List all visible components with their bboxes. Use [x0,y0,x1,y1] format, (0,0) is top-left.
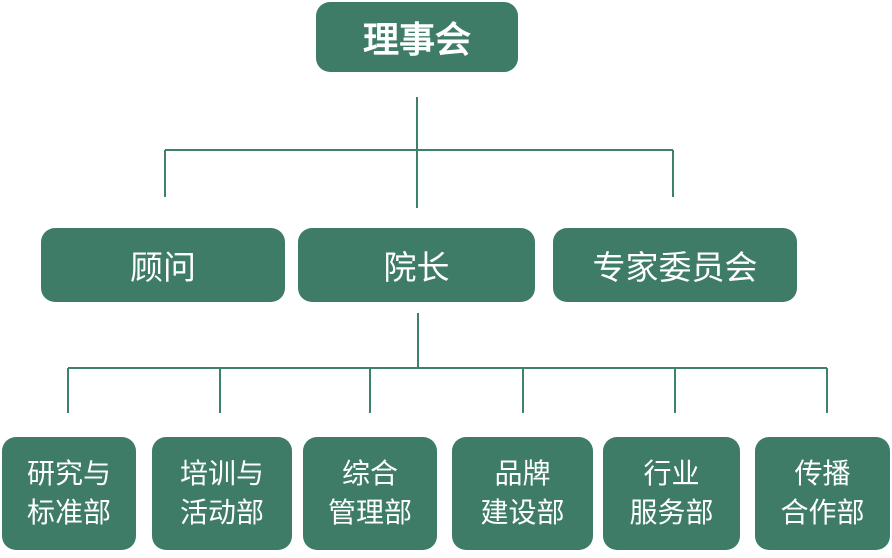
org-node-dean-label: 院长 [383,251,450,287]
org-node-label-line2: 服务部 [629,497,714,529]
org-node-label-line1: 研究与 [26,458,111,490]
org-node-label-line2: 合作部 [780,497,865,529]
org-node-label-line1: 综合 [341,458,398,490]
org-node-brand-building-dept: 品牌 建设部 [452,437,593,550]
org-node-expert-committee: 专家委员会 [553,228,797,302]
org-node-dean: 院长 [298,228,535,302]
org-node-board: 理事会 [316,2,518,72]
org-node-label-line2: 标准部 [26,497,111,529]
org-node-general-management-dept: 综合 管理部 [303,437,437,550]
org-node-label-line2: 管理部 [327,497,412,529]
org-node-label-line1: 传播 [794,458,851,490]
org-node-label-line1: 培训与 [179,458,264,490]
org-node-communication-cooperation-dept: 传播 合作部 [755,437,890,550]
org-node-industry-service-dept: 行业 服务部 [603,437,740,550]
org-node-label-line2: 建设部 [480,497,565,529]
org-node-research-standards-dept: 研究与 标准部 [2,437,136,550]
org-node-label-line1: 品牌 [494,458,551,490]
org-node-board-label: 理事会 [362,20,471,60]
org-node-label-line2: 活动部 [179,497,264,529]
org-node-expert-committee-label: 专家委员会 [592,251,758,287]
org-node-advisor-label: 顾问 [130,251,196,287]
org-node-advisor: 顾问 [41,228,285,302]
org-node-label-line1: 行业 [643,458,700,490]
org-node-training-events-dept: 培训与 活动部 [152,437,292,550]
